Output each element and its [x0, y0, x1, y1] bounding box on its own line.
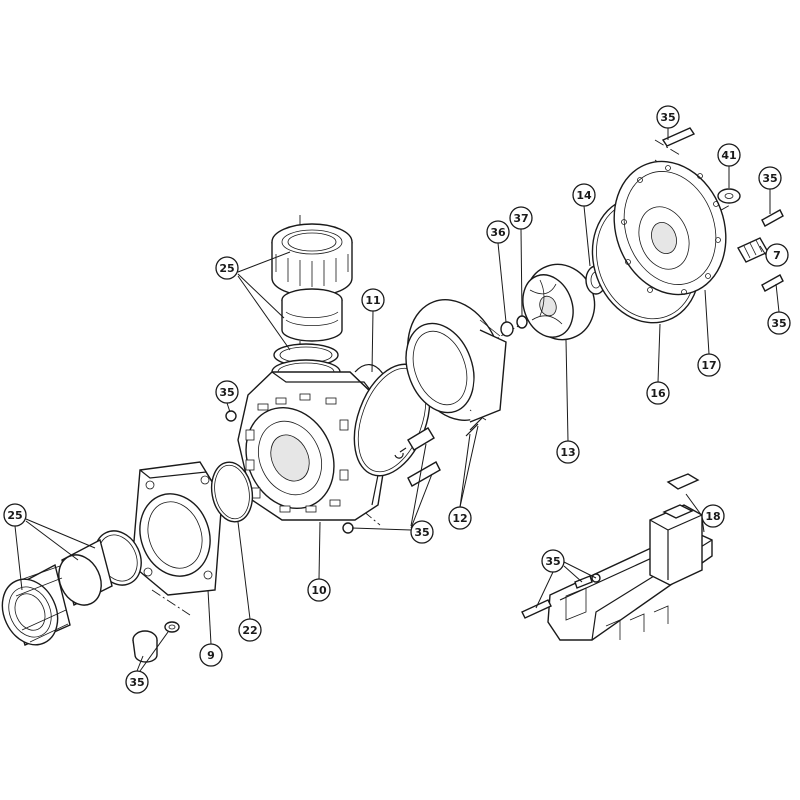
callout-label: 35 — [771, 317, 786, 330]
callout-35-bottom: 35 — [125, 670, 149, 694]
callout-41: 41 — [717, 143, 741, 167]
bolts-right — [661, 127, 784, 292]
part-7 — [737, 237, 769, 263]
callout-13: 13 — [556, 440, 580, 464]
callout-label: 35 — [762, 172, 777, 185]
callout-25-top: 25 — [215, 256, 239, 280]
callout-label: 35 — [414, 526, 429, 539]
callout-label: 25 — [7, 509, 22, 522]
callout-circle — [307, 578, 331, 602]
callout-circle — [215, 380, 239, 404]
callout-circle — [572, 183, 596, 207]
callout-circle — [717, 143, 741, 167]
callout-circle — [758, 166, 782, 190]
callout-36: 36 — [486, 220, 510, 244]
callout-9: 9 — [199, 643, 223, 667]
pump-housing — [237, 364, 393, 521]
impeller-key-parts — [500, 315, 528, 337]
callout-label: 41 — [721, 149, 736, 162]
callout-circle — [541, 549, 565, 573]
seal-plate — [613, 160, 727, 296]
callout-label: 35 — [545, 555, 560, 568]
callout-label: 36 — [490, 226, 506, 239]
callout-35-right: 35 — [758, 166, 782, 190]
leader-lines — [14, 128, 780, 672]
callout-circle — [125, 670, 149, 694]
diffuser — [405, 299, 507, 423]
callout-18: 18 — [701, 504, 725, 528]
diffuser-pins — [465, 417, 483, 437]
callout-37: 37 — [509, 206, 533, 230]
callout-16: 16 — [646, 381, 670, 405]
callout-label: 35 — [660, 111, 675, 124]
callout-circle — [3, 503, 27, 527]
inlet-flange — [131, 461, 223, 596]
callout-circle — [697, 353, 721, 377]
callout-label: 17 — [701, 359, 716, 372]
callout-35-stand: 35 — [541, 549, 565, 573]
callout-7: 7 — [765, 243, 789, 267]
callout-label: 22 — [242, 624, 257, 637]
callout-14: 14 — [572, 183, 596, 207]
callout-circle — [767, 311, 791, 335]
callout-circle — [701, 504, 725, 528]
callout-35-mid: 35 — [215, 380, 239, 404]
callout-label: 35 — [219, 386, 234, 399]
callout-circle — [556, 440, 580, 464]
callout-circle — [486, 220, 510, 244]
screws-stand — [521, 573, 601, 619]
impeller — [522, 263, 596, 341]
callout-label: 7 — [773, 249, 781, 262]
callout-circle — [215, 256, 239, 280]
callout-label: 16 — [650, 387, 666, 400]
screws-housing — [225, 410, 441, 534]
callout-22: 22 — [238, 618, 262, 642]
callout-circle — [448, 506, 472, 530]
callout-circle — [238, 618, 262, 642]
washer-41 — [717, 188, 741, 204]
callout-25-left: 25 — [3, 503, 27, 527]
callout-label: 14 — [576, 189, 592, 202]
callout-label: 18 — [705, 510, 720, 523]
union-nut-top — [271, 223, 353, 342]
pump-base — [547, 473, 713, 641]
callout-35-center: 35 — [410, 520, 434, 544]
callout-11: 11 — [361, 288, 385, 312]
callout-circle — [765, 243, 789, 267]
callout-label: 25 — [219, 262, 234, 275]
callout-17: 17 — [697, 353, 721, 377]
o-ring-22 — [210, 461, 254, 523]
callout-label: 11 — [365, 294, 380, 307]
callout-label: 9 — [207, 649, 215, 662]
callout-label: 12 — [452, 512, 467, 525]
callout-circle — [646, 381, 670, 405]
callout-circle — [410, 520, 434, 544]
union-nut-left — [1, 530, 142, 646]
callout-circle — [199, 643, 223, 667]
callout-label: 37 — [513, 212, 528, 225]
callout-layer: 35 41 35 14 37 36 7 25 11 35 16 17 35 13 12 25 18 35 35 10 2… — [3, 105, 791, 694]
callout-12: 12 — [448, 506, 472, 530]
callout-circle — [361, 288, 385, 312]
callout-circle — [509, 206, 533, 230]
callout-label: 13 — [560, 446, 575, 459]
callout-35-top: 35 — [656, 105, 680, 129]
callout-label: 10 — [311, 584, 327, 597]
drain-plug-parts — [132, 621, 180, 663]
callout-35-right2: 35 — [767, 311, 791, 335]
callout-10: 10 — [307, 578, 331, 602]
callout-label: 35 — [129, 676, 144, 689]
callout-circle — [656, 105, 680, 129]
